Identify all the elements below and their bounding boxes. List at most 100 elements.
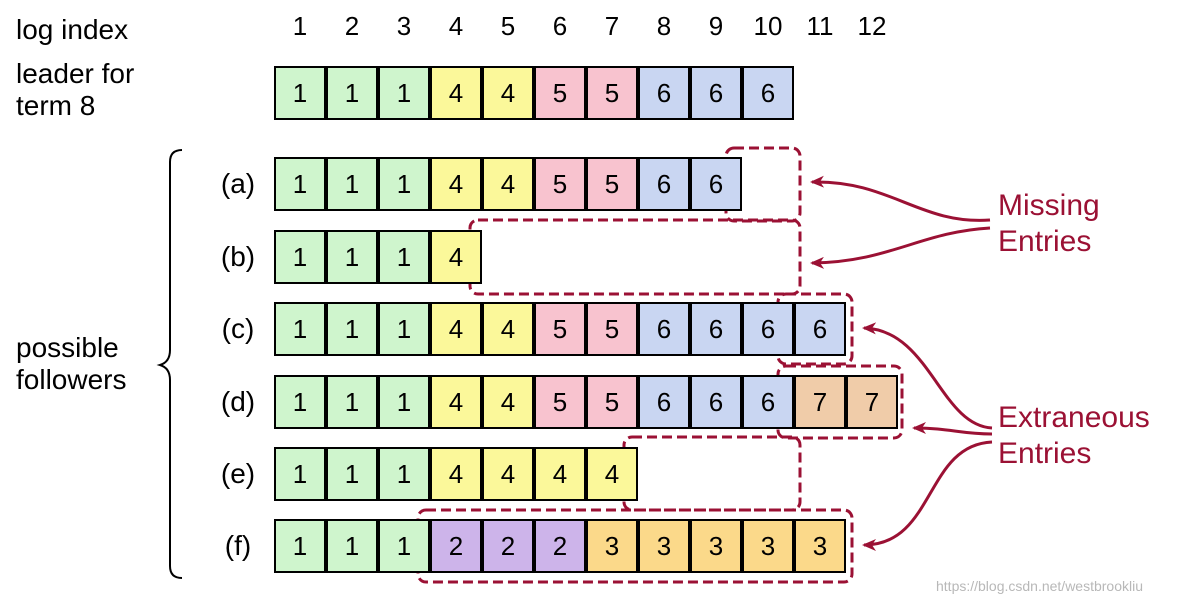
follower-f-log-label: (f)	[224, 530, 252, 561]
follower-a-log-entry-1: 1	[274, 157, 326, 211]
leader-log-entry-4: 4	[430, 66, 482, 120]
follower-c-log-entry-5: 4	[482, 302, 534, 356]
follower-e-log-entry-6: 4	[534, 447, 586, 501]
log-index-7: 7	[604, 11, 620, 41]
follower-e-log-entry-1: 1	[274, 447, 326, 501]
follower-f-log-entry-5: 2	[482, 519, 534, 573]
follower-e-log-entry-5: 4	[482, 447, 534, 501]
leader-log-entry-6: 5	[534, 66, 586, 120]
follower-f-log-entry-6: 2	[534, 519, 586, 573]
follower-a-log-entry-3: 1	[378, 157, 430, 211]
followers-label-line2: followers	[16, 364, 127, 395]
missing-box-e	[622, 435, 802, 512]
log-index-12: 12	[857, 11, 887, 41]
leader-label-line2: term 8	[16, 90, 96, 121]
follower-e-log-label: (e)	[220, 458, 256, 489]
leader-label-line1: leader for	[16, 58, 135, 89]
follower-a-log-entry-2: 1	[326, 157, 378, 211]
leader-log-entry-9: 6	[690, 66, 742, 120]
follower-c-log-entry-8: 6	[638, 302, 690, 356]
follower-f-log-entry-4: 2	[430, 519, 482, 573]
follower-d-log-entry-8: 6	[638, 375, 690, 429]
watermark: https://blog.csdn.net/westbrookliu	[936, 578, 1144, 594]
leader-log-entry-7: 5	[586, 66, 638, 120]
follower-d-log-entry-4: 4	[430, 375, 482, 429]
missing-arrow-a	[810, 175, 991, 222]
log-index-1: 1	[292, 11, 308, 41]
follower-c-log-entry-7: 5	[586, 302, 638, 356]
follower-e-log-entry-3: 1	[378, 447, 430, 501]
log-index-11: 11	[806, 11, 834, 41]
missing-arrow-b	[810, 226, 991, 269]
follower-c-log-entry-4: 4	[430, 302, 482, 356]
follower-b-log-label: (b)	[220, 241, 256, 272]
leader-log-entry-1: 1	[274, 66, 326, 120]
follower-a-log-entry-6: 5	[534, 157, 586, 211]
leader-log-entry-8: 6	[638, 66, 690, 120]
follower-d-log-label: (d)	[220, 386, 256, 417]
missing-entries-label-line1: Missing	[998, 189, 1100, 222]
extraneous-arrow-f	[862, 440, 993, 551]
follower-a-log-entry-5: 4	[482, 157, 534, 211]
follower-a-log-entry-9: 6	[690, 157, 742, 211]
log-index-label: log index	[16, 14, 129, 45]
log-index-3: 3	[396, 11, 412, 41]
missing-box-b	[468, 218, 802, 296]
follower-b-log-entry-2: 1	[326, 230, 378, 284]
follower-c-log-entry-10: 6	[742, 302, 794, 356]
followers-label-line1: possible	[16, 332, 119, 363]
leader-log-entry-2: 1	[326, 66, 378, 120]
follower-b-log-entry-4: 4	[430, 230, 482, 284]
follower-e-log-entry-7: 4	[586, 447, 638, 501]
follower-f-log-entry-8: 3	[638, 519, 690, 573]
follower-c-log-entry-9: 6	[690, 302, 742, 356]
log-index-6: 6	[552, 11, 568, 41]
follower-a-log-label: (a)	[220, 168, 256, 199]
log-index-2: 2	[344, 11, 360, 41]
follower-a-log-entry-7: 5	[586, 157, 638, 211]
follower-f-log-entry-11: 3	[794, 519, 846, 573]
follower-f-log-entry-10: 3	[742, 519, 794, 573]
follower-d-log-entry-6: 5	[534, 375, 586, 429]
follower-d-log-entry-5: 4	[482, 375, 534, 429]
leader-log-entry-3: 1	[378, 66, 430, 120]
leader-log-entry-10: 6	[742, 66, 794, 120]
follower-e-log-entry-4: 4	[430, 447, 482, 501]
follower-f-log-entry-3: 1	[378, 519, 430, 573]
extraneous-arrow-d	[912, 422, 993, 436]
follower-d-log-entry-1: 1	[274, 375, 326, 429]
follower-f-log-entry-2: 1	[326, 519, 378, 573]
follower-d-log-entry-7: 5	[586, 375, 638, 429]
follower-c-log-label: (c)	[221, 313, 255, 344]
follower-c-log-entry-1: 1	[274, 302, 326, 356]
extraneous-box-f	[416, 508, 854, 584]
follower-a-log-entry-8: 6	[638, 157, 690, 211]
follower-d-log-entry-10: 6	[742, 375, 794, 429]
leader-log-entry-5: 4	[482, 66, 534, 120]
follower-d-log-entry-11: 7	[794, 375, 846, 429]
follower-f-log-entry-7: 3	[586, 519, 638, 573]
follower-c-log-entry-3: 1	[378, 302, 430, 356]
follower-c-log-entry-2: 1	[326, 302, 378, 356]
follower-d-log-entry-3: 1	[378, 375, 430, 429]
follower-d-log-entry-2: 1	[326, 375, 378, 429]
extraneous-entries-label-line1: Extraneous	[998, 401, 1150, 434]
followers-brace	[156, 149, 183, 579]
extraneous-arrow-c	[862, 322, 993, 430]
log-index-4: 4	[448, 11, 464, 41]
extraneous-entries-label-line2: Entries	[998, 437, 1092, 470]
follower-a-log-entry-4: 4	[430, 157, 482, 211]
log-index-9: 9	[708, 11, 724, 41]
missing-entries-label-line2: Entries	[998, 225, 1092, 258]
follower-f-log-entry-9: 3	[690, 519, 742, 573]
follower-d-log-entry-12: 7	[846, 375, 898, 429]
follower-d-log-entry-9: 6	[690, 375, 742, 429]
follower-f-log-entry-1: 1	[274, 519, 326, 573]
follower-c-log-entry-11: 6	[794, 302, 846, 356]
log-index-5: 5	[500, 11, 516, 41]
follower-b-log-entry-3: 1	[378, 230, 430, 284]
follower-c-log-entry-6: 5	[534, 302, 586, 356]
follower-b-log-entry-1: 1	[274, 230, 326, 284]
